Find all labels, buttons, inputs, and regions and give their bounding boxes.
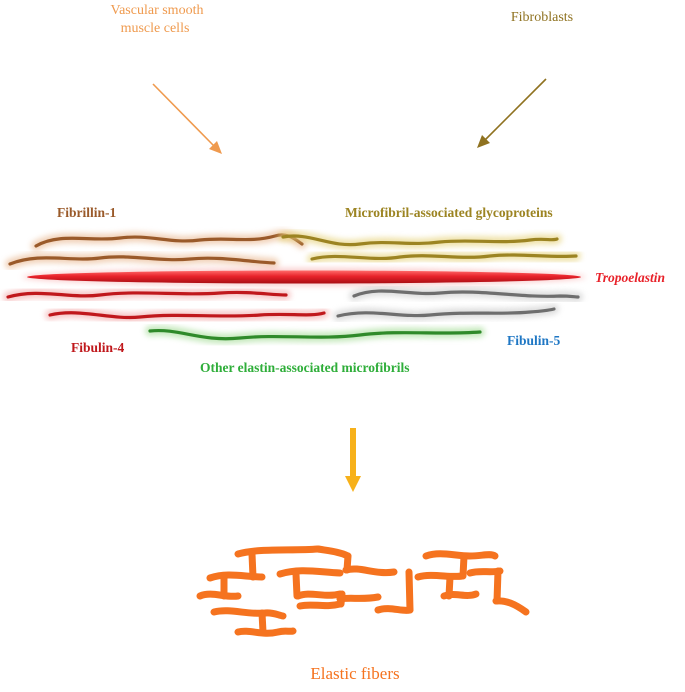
fibrillin-1-strands	[5, 230, 307, 269]
other-microfibrils-strand	[145, 325, 485, 344]
tropoelastin-label: Tropoelastin	[595, 270, 665, 285]
elastic-fibers-network	[196, 545, 530, 637]
other-microfibrils-label: Other elastin-associated microfibrils	[200, 360, 409, 375]
source-vsmc-label-line2: muscle cells	[121, 21, 190, 36]
fibulin-4-strands	[3, 287, 329, 323]
fibulin-5-strands	[333, 286, 583, 321]
mags-strands	[278, 231, 581, 264]
fibulin-5-label: Fibulin-5	[507, 333, 561, 348]
fibulin-4-label: Fibulin-4	[71, 340, 125, 355]
elastic-fibers-label: Elastic fibers	[310, 664, 399, 683]
fibrillin-1-label: Fibrillin-1	[57, 205, 117, 220]
mags-label: Microfibril-associated glycoproteins	[345, 205, 553, 220]
source-vsmc-label-line1: Vascular smooth	[111, 3, 204, 18]
source-fibroblasts-label: Fibroblasts	[511, 10, 573, 25]
fibroblasts-arrow	[477, 78, 547, 148]
down-arrow	[345, 428, 361, 492]
vsmc-arrow	[152, 83, 222, 154]
tropoelastin-bar	[22, 268, 586, 286]
